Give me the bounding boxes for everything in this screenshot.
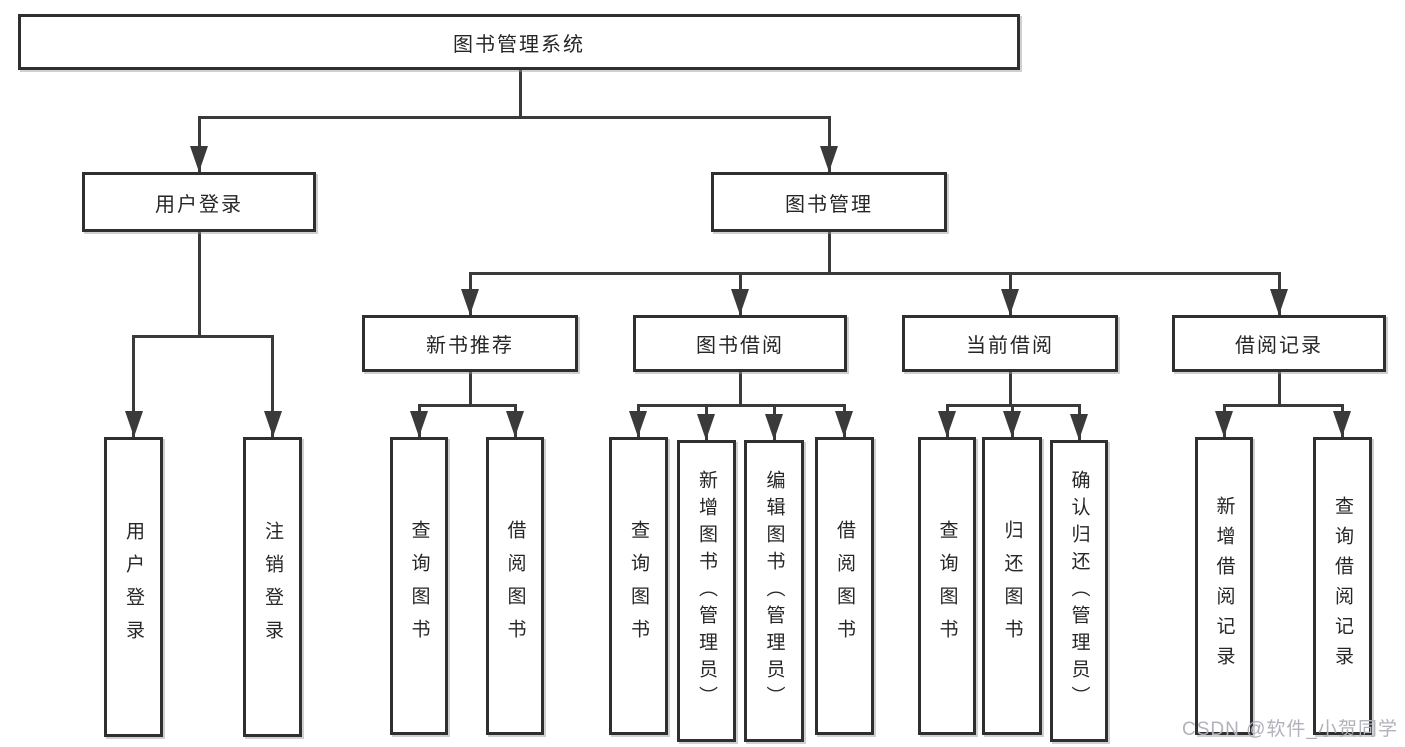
leaf-label: 查询借阅记录 [1332, 496, 1353, 676]
node-label: 借阅记录 [1235, 335, 1323, 357]
node-new-book-recommend: 新书推荐 [362, 315, 578, 372]
leaf-user-login: 用户登录 [104, 437, 163, 737]
line [468, 271, 1281, 275]
arrow-down-icon [506, 411, 524, 437]
arrow-down-icon [1003, 411, 1021, 437]
arrow-down-icon [765, 414, 783, 440]
leaf-label: 借阅图书 [504, 520, 526, 652]
arrow-down-icon [190, 146, 208, 172]
line [1277, 372, 1281, 405]
watermark: CSDN @软件_小贺同学 [1182, 719, 1398, 740]
leaf-borrow-books-recommend: 借阅图书 [486, 437, 544, 735]
node-book-management: 图书管理 [711, 172, 947, 232]
leaf-label: 注销登录 [262, 521, 283, 653]
leaf-edit-books-admin: 编辑图书（管理员） [744, 440, 804, 742]
line [197, 115, 201, 173]
node-label: 图书借阅 [696, 335, 784, 357]
arrow-down-icon [124, 411, 143, 437]
arrow-down-icon [461, 289, 479, 315]
line [132, 334, 274, 338]
leaf-label: 编辑图书（管理员） [763, 469, 785, 713]
leaf-query-books-borrow: 查询图书 [609, 437, 668, 735]
leaf-label: 查询图书 [628, 520, 649, 652]
line [738, 372, 742, 405]
arrow-down-icon [629, 411, 647, 437]
line [271, 334, 274, 438]
leaf-add-books-admin: 新增图书（管理员） [677, 440, 736, 742]
node-label: 用户登录 [155, 193, 243, 216]
line [636, 403, 846, 407]
line [1008, 372, 1012, 405]
arrow-down-icon [1333, 411, 1351, 437]
line [518, 70, 522, 117]
arrow-down-icon [731, 289, 749, 315]
arrow-down-icon [263, 411, 282, 437]
leaf-label: 新增借阅记录 [1213, 496, 1235, 676]
line [197, 232, 201, 336]
leaf-borrow-books: 借阅图书 [815, 437, 874, 735]
leaf-label: 借阅图书 [834, 520, 855, 652]
leaf-label: 查询图书 [936, 520, 958, 652]
leaf-label: 归还图书 [1001, 520, 1023, 652]
arrow-down-icon [697, 414, 715, 440]
line [827, 232, 831, 273]
line [417, 403, 517, 407]
node-borrow-record: 借阅记录 [1172, 315, 1386, 372]
leaf-label: 用户登录 [123, 521, 144, 653]
arrow-down-icon [1001, 289, 1019, 315]
leaf-add-borrow-record: 新增借阅记录 [1195, 437, 1253, 735]
node-label: 当前借阅 [966, 335, 1054, 357]
leaf-query-books-recommend: 查询图书 [390, 437, 448, 735]
node-current-borrow: 当前借阅 [902, 315, 1118, 372]
node-label: 新书推荐 [426, 335, 514, 357]
leaf-query-books-current: 查询图书 [918, 437, 976, 735]
leaf-label: 查询图书 [408, 520, 430, 652]
line [468, 372, 472, 405]
arrow-down-icon [835, 411, 853, 437]
node-label: 图书管理系统 [453, 33, 585, 56]
leaf-confirm-return-admin: 确认归还（管理员） [1050, 440, 1108, 742]
arrow-down-icon [410, 411, 428, 437]
arrow-down-icon [938, 411, 956, 437]
node-user-login: 用户登录 [82, 172, 316, 232]
node-label: 图书管理 [785, 193, 873, 216]
line [197, 115, 831, 119]
line [132, 334, 135, 438]
line [827, 115, 831, 173]
node-book-borrow: 图书借阅 [633, 315, 847, 372]
node-library-system: 图书管理系统 [18, 14, 1020, 70]
leaf-label: 确认归还（管理员） [1068, 469, 1090, 713]
leaf-logout: 注销登录 [243, 437, 302, 737]
arrow-down-icon [1070, 414, 1088, 440]
line [1222, 403, 1344, 407]
arrow-down-icon [1270, 289, 1288, 315]
leaf-query-borrow-record: 查询借阅记录 [1313, 437, 1372, 735]
arrow-down-icon [820, 146, 838, 172]
arrow-down-icon [1215, 411, 1233, 437]
leaf-label: 新增图书（管理员） [696, 469, 717, 713]
leaf-return-books: 归还图书 [982, 437, 1042, 735]
